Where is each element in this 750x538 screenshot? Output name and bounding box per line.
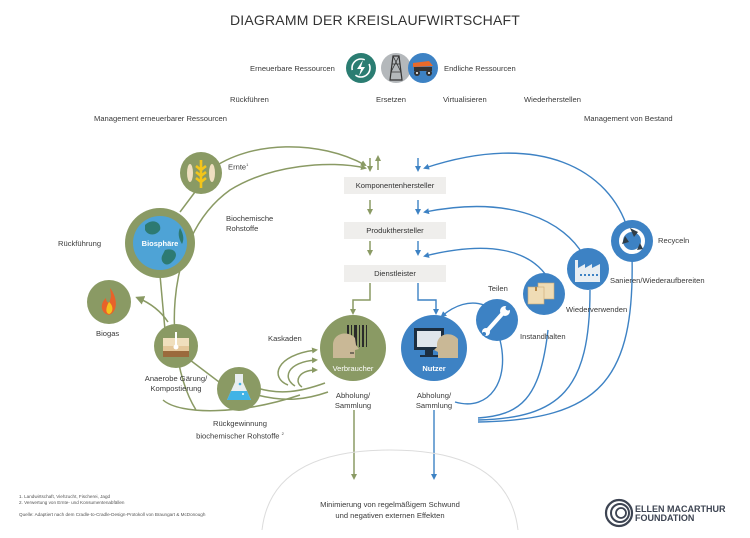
renewable-energy-icon: [346, 53, 376, 83]
logo-line2: FOUNDATION: [635, 513, 695, 523]
boxes-icon: [523, 273, 565, 315]
biochemische-line1: Biochemische: [226, 214, 274, 223]
principle-virtualisieren: Virtualisieren: [443, 95, 487, 104]
ernte-text: Ernte: [228, 162, 247, 172]
footnote-source: Quelle: Adaptiert nach dem Cradle-to-Cra…: [19, 512, 206, 517]
recycle-icon: [611, 220, 653, 262]
label-abholung-tech: Abholung/Sammlung: [406, 391, 462, 411]
abholung-tech-line1: Abholung/: [416, 391, 452, 400]
wrench-icon: [476, 299, 518, 341]
footnote-2: 2. Verwertung von Ernte- und Konsumenten…: [19, 500, 125, 505]
oil-derrick-icon: [381, 53, 411, 83]
flask-icon: [217, 367, 261, 411]
ernte-footnote-marker: 1: [246, 162, 249, 167]
label-verbraucher: Verbraucher: [332, 364, 374, 373]
label-biosphaere: Biosphäre: [141, 239, 179, 248]
label-teilen: Teilen: [488, 284, 508, 293]
page-title: DIAGRAMM DER KREISLAUFWIRTSCHAFT: [229, 12, 521, 28]
mining-truck-icon: [408, 53, 438, 83]
rueckgewinnung-line2: biochemischer Rohstoffe: [196, 431, 280, 441]
value-chain-product-manufacturer: Produkthersteller: [344, 222, 446, 239]
bottom-dome: [261, 449, 519, 531]
footnote-1: 1. Landwirtschaft, Viehzucht, Fischerei,…: [19, 494, 111, 499]
value-chain-service-provider: Dienstleister: [344, 265, 446, 282]
rueckgewinnung-footnote-marker: 2: [281, 431, 284, 436]
compost-soil-icon: [154, 324, 198, 368]
biochemische-line2: Rohstoffe: [226, 224, 259, 233]
abholung-bio-line1: Abholung/: [335, 391, 371, 400]
bottom-line1: Minimierung von regelmäßigem Schwund: [320, 500, 460, 509]
value-chain-component-manufacturer: Komponentenhersteller: [344, 177, 446, 194]
label-biogas: Biogas: [96, 329, 120, 338]
abholung-tech-line2: Sammlung: [415, 401, 453, 410]
principle-ersetzen: Ersetzen: [376, 95, 406, 104]
user-computer-icon: [401, 315, 467, 381]
factory-icon: [567, 248, 609, 290]
section-left-title: Management erneuerbarer Ressourcen: [94, 114, 227, 123]
renewable-resources-label: Erneuerbare Ressourcen: [250, 64, 335, 73]
biosphere-globe-icon: [125, 208, 195, 278]
label-abholung-bio: Abholung/Sammlung: [325, 391, 381, 411]
label-anaerobe-gaerung: Anaerobe Gärung/Kompostierung: [130, 374, 222, 394]
section-right-title: Management von Bestand: [584, 114, 673, 123]
label-recyceln: Recyceln: [658, 236, 690, 245]
finite-resources-label: Endliche Ressourcen: [444, 64, 516, 73]
ellen-macarthur-logo-icon: [604, 498, 634, 528]
label-instandhalten: Instandhalten: [520, 332, 566, 341]
rueckgewinnung-line1: Rückgewinnung: [212, 419, 268, 428]
label-kaskaden: Kaskaden: [268, 334, 302, 343]
principle-rueckfuehren: Rückführen: [230, 95, 269, 104]
abholung-bio-line2: Sammlung: [334, 401, 372, 410]
label-wiederverwenden: Wiederverwenden: [566, 305, 628, 314]
label-rueckfuehrung: Rückführung: [58, 239, 102, 248]
consumer-icon: [320, 315, 386, 381]
label-ernte: Ernte1: [228, 162, 248, 172]
label-rueckgewinnung: Rückgewinnung biochemischer Rohstoffe 2: [185, 419, 295, 442]
anaerobe-line2: Kompostierung: [150, 384, 202, 393]
bottom-statement: Minimierung von regelmäßigem Schwund und …: [290, 499, 490, 521]
principle-wiederherstellen: Wiederherstellen: [524, 95, 581, 104]
label-sanieren: Sanieren/Wiederaufbereiten: [610, 276, 705, 285]
bottom-line2: und negativen externen Effekten: [335, 511, 445, 520]
biogas-flame-icon: [87, 280, 131, 324]
anaerobe-line1: Anaerobe Gärung/: [144, 374, 208, 383]
label-nutzer: Nutzer: [422, 364, 446, 373]
logo-line1: ELLEN MACARTHUR: [635, 504, 726, 514]
technical-cycle-lines: [415, 152, 633, 480]
harvest-icon: [180, 152, 222, 194]
